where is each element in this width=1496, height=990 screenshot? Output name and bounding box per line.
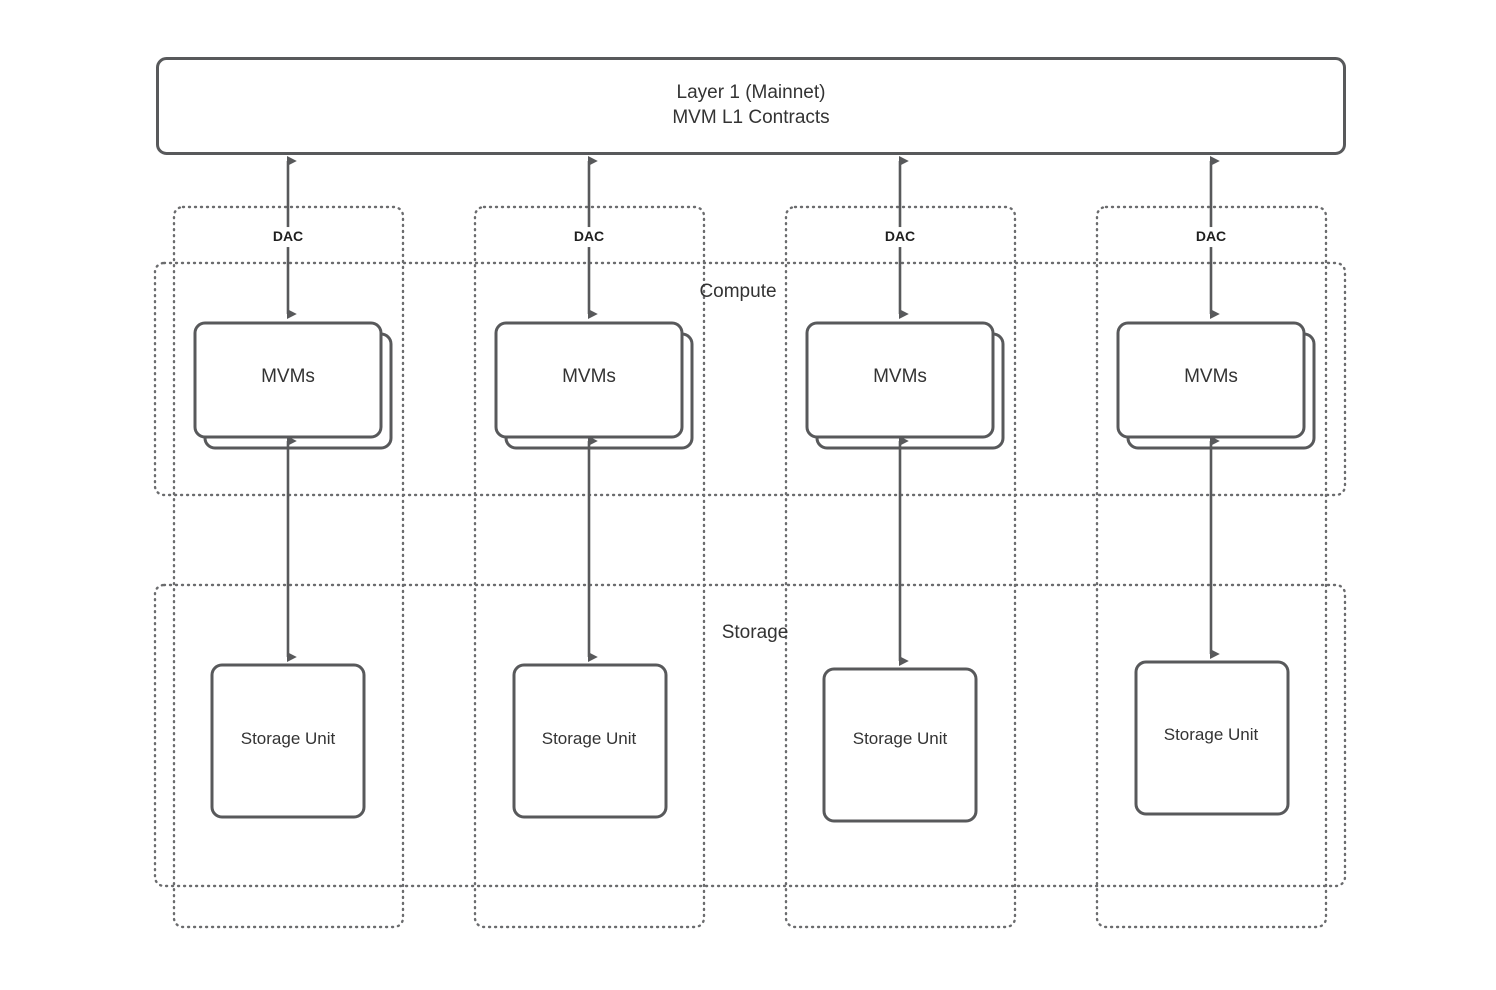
storage-unit-box-3[interactable] bbox=[822, 667, 978, 823]
dac-column-2[interactable] bbox=[473, 205, 706, 929]
storage-unit-label-1: Storage Unit bbox=[240, 729, 336, 749]
storage-band-label: Storage bbox=[721, 621, 789, 643]
storage-band[interactable] bbox=[153, 583, 1347, 888]
mvms-label-2: MVMs bbox=[562, 365, 616, 387]
dac-column-1[interactable] bbox=[172, 205, 405, 929]
mvms-label-1: MVMs bbox=[261, 365, 315, 387]
mvms-label-3: MVMs bbox=[873, 365, 927, 387]
storage-unit-label-3: Storage Unit bbox=[852, 729, 948, 749]
storage-unit-box-4[interactable] bbox=[1134, 660, 1290, 816]
dac-label-1: DAC bbox=[267, 227, 309, 247]
storage-unit-box-2[interactable] bbox=[512, 663, 668, 819]
storage-unit-label-2: Storage Unit bbox=[541, 729, 637, 749]
layer1-box[interactable] bbox=[156, 57, 1346, 155]
layer1-title-line2: MVM L1 Contracts bbox=[672, 106, 830, 128]
layer1-title-line1: Layer 1 (Mainnet) bbox=[676, 81, 826, 103]
dac-label-3: DAC bbox=[879, 227, 921, 247]
compute-band[interactable] bbox=[153, 261, 1347, 497]
dac-column-4[interactable] bbox=[1095, 205, 1328, 929]
mvms-label-4: MVMs bbox=[1184, 365, 1238, 387]
storage-unit-box-1[interactable] bbox=[210, 663, 366, 819]
dac-column-3[interactable] bbox=[784, 205, 1017, 929]
storage-unit-label-4: Storage Unit bbox=[1163, 725, 1259, 745]
dac-label-4: DAC bbox=[1190, 227, 1232, 247]
dac-label-2: DAC bbox=[568, 227, 610, 247]
compute-band-label: Compute bbox=[699, 280, 777, 302]
